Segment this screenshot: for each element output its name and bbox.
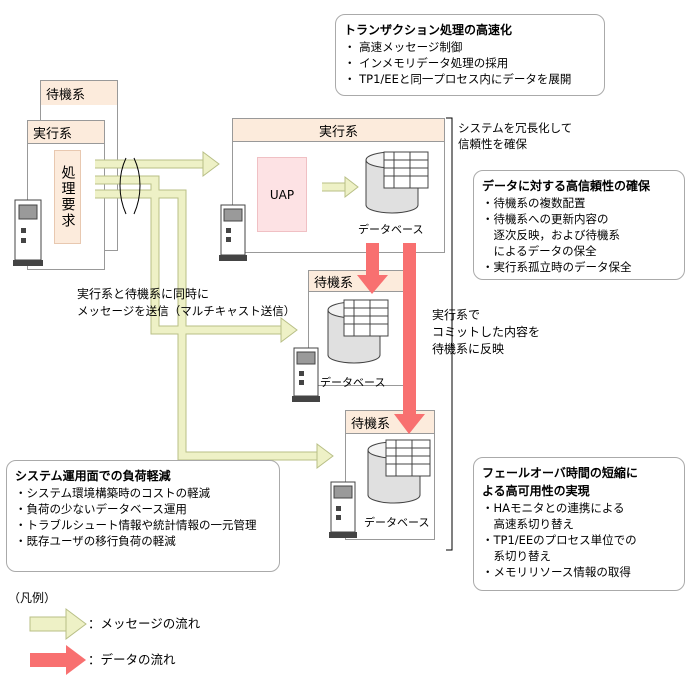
failover-callout-title: フェールオーバ時間の短縮に	[482, 466, 638, 480]
reliability-callout: データに対する高信頼性の確保 ・待機系の複数配置 ・待機系への更新内容の 逐次反…	[473, 170, 685, 280]
legend-title: （凡例）	[8, 591, 57, 605]
message-flow-lines	[95, 159, 346, 461]
main-active-header: 実行系	[232, 118, 445, 142]
bottom-standby-label: 待機系	[351, 416, 391, 432]
multicast-note-line: 実行系と待機系に同時に	[77, 287, 210, 301]
failover-callout: フェールオーバ時間の短縮に よる高可用性の実現 ・HAモニタとの連携による 高速…	[473, 457, 685, 591]
failover-callout-title: よる高可用性の実現	[482, 484, 590, 498]
failover-callout-item: ・TP1/EEのプロセス単位での	[482, 533, 637, 547]
bottom-standby-header: 待機系	[345, 410, 435, 434]
reliability-callout-item: ・待機系の複数配置	[482, 196, 586, 210]
commit-note-line: 待機系に反映	[432, 342, 505, 356]
data-arrowhead-mid	[357, 275, 388, 294]
left-standby-label: 待機系	[46, 87, 86, 103]
data-arrowhead-bottom	[394, 414, 425, 434]
message-arrowhead-bottom	[316, 443, 334, 469]
failover-callout-item: 系切り替え	[482, 549, 551, 563]
server-icon	[329, 481, 357, 538]
uap-box: UAP	[257, 157, 307, 232]
ops-callout-item: ・システム環境構築時のコストの軽減	[15, 486, 211, 500]
failover-callout-item: ・メモリリソース情報の取得	[482, 565, 631, 579]
system-bracket	[446, 117, 453, 551]
legend-data-label: ：データの流れ	[88, 652, 176, 667]
reliability-callout-item: によるデータの保全	[482, 244, 597, 258]
reliability-callout-item: ・待機系への更新内容の	[482, 212, 609, 226]
top-callout-item: ・ インメモリデータ処理の採用	[344, 56, 509, 70]
database-icon	[365, 151, 429, 214]
left-standby-header: 待機系	[40, 80, 118, 106]
reliability-callout-item: 逐次反映，および待機系	[482, 228, 620, 242]
ops-callout: システム運用面での負荷軽減 ・システム環境構築時のコストの軽減 ・負荷の少ないデ…	[6, 460, 280, 572]
multicast-ellipse	[119, 157, 141, 215]
ops-callout-item: ・既存ユーザの移行負荷の軽減	[15, 534, 176, 548]
left-active-label: 実行系	[33, 126, 73, 142]
commit-note-line: 実行系で	[432, 308, 481, 322]
database-icon	[327, 299, 389, 364]
process-request-label: 処理要求	[59, 165, 76, 229]
commit-note-line: コミットした内容を	[432, 325, 541, 339]
message-arrowhead-mid	[280, 317, 298, 343]
uap-label: UAP	[269, 187, 295, 202]
bottom-db-label: データベース	[364, 516, 430, 529]
left-active-header: 実行系	[27, 120, 105, 144]
top-callout-item: ・ TP1/EEと同一プロセス内にデータを展開	[344, 72, 572, 86]
top-callout-item: ・ 高速メッセージ制御	[344, 40, 463, 54]
legend-message-arrow	[29, 608, 87, 640]
main-db-label: データベース	[358, 223, 424, 236]
main-active-label: 実行系	[318, 124, 358, 140]
server-icon	[292, 347, 320, 402]
legend-message-label: ：メッセージの流れ	[88, 616, 201, 631]
ops-callout-title: システム運用面での負荷軽減	[15, 469, 171, 483]
redundancy-note-line: 信頼性を確保	[458, 137, 527, 151]
server-icon	[13, 199, 43, 266]
message-arrowhead-main	[202, 151, 220, 177]
top-callout: トランザクション処理の高速化 ・ 高速メッセージ制御 ・ インメモリデータ処理の…	[335, 14, 605, 96]
redundancy-note-line: システムを冗長化して	[458, 121, 573, 135]
legend-data-arrow	[30, 645, 86, 675]
ops-callout-item: ・トラブルシュート情報や統計情報の一元管理	[15, 518, 257, 532]
multicast-note-line: メッセージを送信（マルチキャスト送信）	[77, 304, 296, 318]
failover-callout-item: ・HAモニタとの連携による	[482, 501, 625, 515]
message-flow-arrowheads	[202, 151, 359, 469]
failover-callout-item: 高速系切り替え	[482, 517, 574, 531]
message-arrowhead-uap	[344, 175, 359, 199]
mid-standby-label: 待機系	[314, 275, 354, 291]
ops-callout-item: ・負荷の少ないデータベース運用	[15, 502, 187, 516]
data-flow-arrows	[357, 243, 425, 434]
server-icon	[219, 204, 247, 261]
top-callout-title: トランザクション処理の高速化	[344, 23, 513, 37]
reliability-callout-title: データに対する高信頼性の確保	[482, 179, 651, 193]
process-request-box: 処理要求	[54, 150, 81, 244]
database-icon	[367, 439, 431, 504]
reliability-callout-item: ・実行系孤立時のデータ保全	[482, 260, 632, 274]
mid-db-label: データベース	[320, 376, 386, 389]
